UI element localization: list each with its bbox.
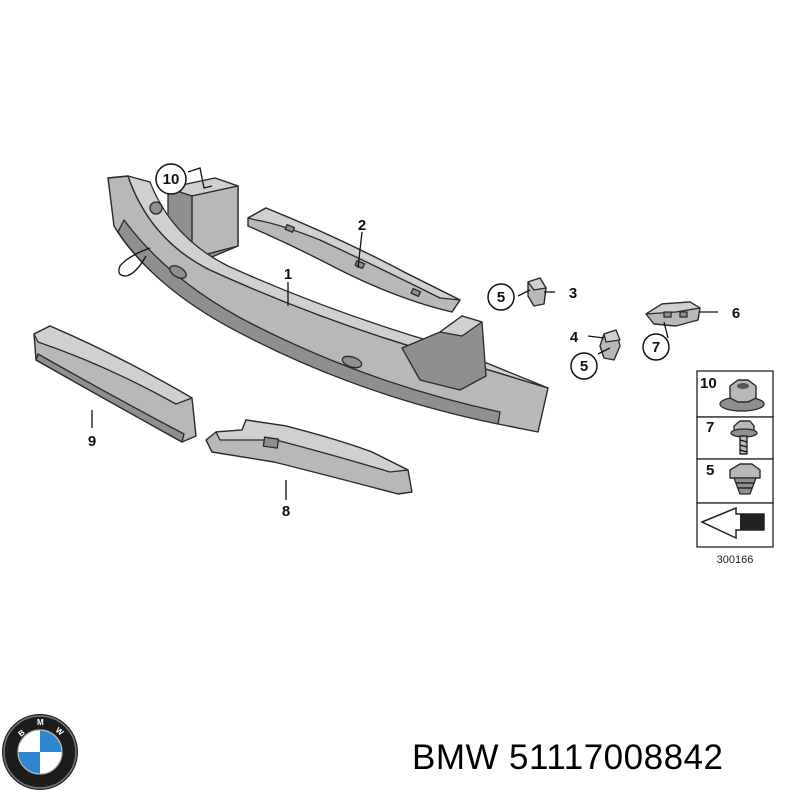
clip-lower-part bbox=[599, 329, 621, 361]
callout-7-circle bbox=[642, 333, 670, 361]
callout-10-circle bbox=[155, 163, 187, 195]
callout-5-upper: 5 bbox=[497, 289, 505, 306]
svg-text:B: B bbox=[17, 728, 27, 739]
callout-9: 9 bbox=[88, 433, 96, 450]
hex-screw-icon bbox=[730, 420, 758, 455]
callout-5-lower-circle bbox=[570, 352, 598, 380]
legend-number-10: 10 bbox=[700, 375, 717, 392]
callout-3: 3 bbox=[569, 285, 577, 302]
lower-guide-part bbox=[205, 419, 413, 495]
callout-4: 4 bbox=[570, 329, 579, 346]
expansion-nut-icon bbox=[729, 463, 761, 495]
guide-bracket-part bbox=[645, 301, 701, 327]
legend-number-7: 7 bbox=[706, 419, 714, 436]
callout-8: 8 bbox=[282, 503, 290, 520]
brand-name: BMW bbox=[412, 738, 500, 777]
svg-text:M: M bbox=[37, 718, 44, 727]
svg-text:W: W bbox=[54, 726, 66, 738]
hex-collar-nut-icon bbox=[719, 379, 765, 412]
fastener-legend: 10 7 5 300166 bbox=[696, 370, 774, 566]
legend-number-5: 5 bbox=[706, 462, 714, 479]
reference-code: 300166 bbox=[717, 554, 754, 566]
callout-7: 7 bbox=[652, 339, 660, 356]
callout-5-upper-circle bbox=[487, 283, 515, 311]
callout-1: 1 bbox=[284, 266, 292, 283]
part-number: 51117008842 bbox=[509, 738, 724, 777]
bumper-carrier-part bbox=[107, 175, 549, 433]
upper-bracket-part bbox=[247, 207, 461, 313]
callout-10: 10 bbox=[163, 171, 180, 188]
callout-5-lower: 5 bbox=[580, 358, 588, 375]
bmw-roundel-icon: B M W bbox=[2, 714, 78, 790]
legend-row-7 bbox=[696, 416, 774, 460]
callout-6: 6 bbox=[732, 305, 740, 322]
leader-lines bbox=[91, 167, 718, 500]
clip-right-part bbox=[527, 277, 547, 307]
impact-absorber-part bbox=[33, 325, 197, 443]
direction-arrow-icon bbox=[700, 506, 765, 540]
callout-2: 2 bbox=[358, 217, 366, 234]
callout-labels: 1 2 3 4 5 5 6 7 8 9 10 bbox=[88, 163, 740, 520]
